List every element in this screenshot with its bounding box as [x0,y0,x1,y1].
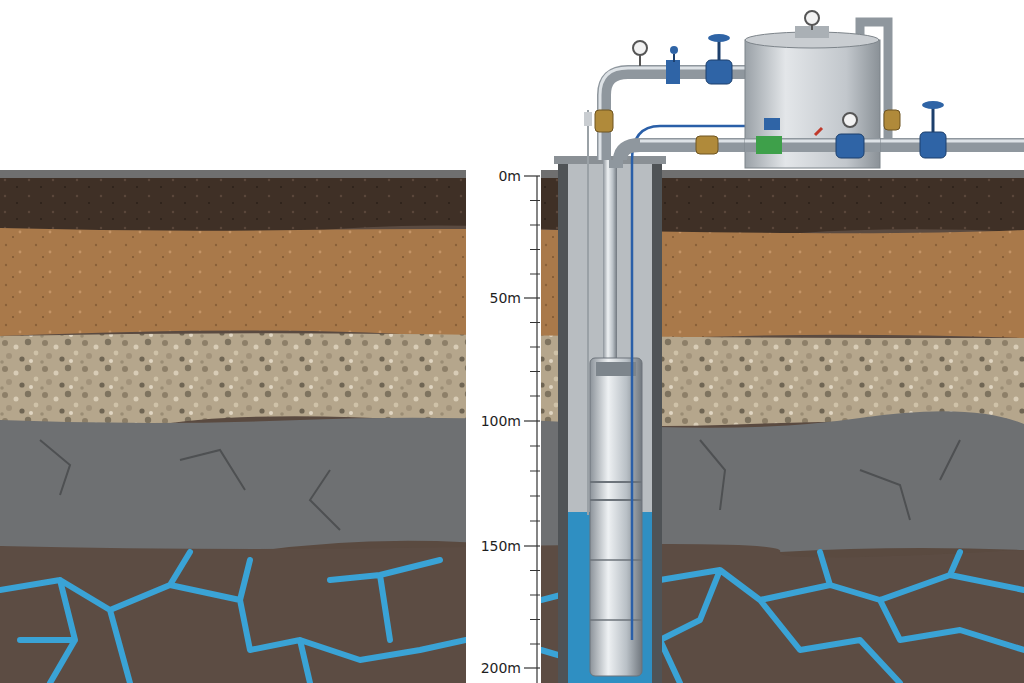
depth-label: 150m [481,537,521,555]
valves [595,34,946,158]
depth-label: 50m [490,289,521,307]
depth-label: 0m [498,167,521,185]
depth-scale [524,176,540,683]
depth-label: 200m [481,659,521,677]
depth-label: 100m [481,412,521,430]
